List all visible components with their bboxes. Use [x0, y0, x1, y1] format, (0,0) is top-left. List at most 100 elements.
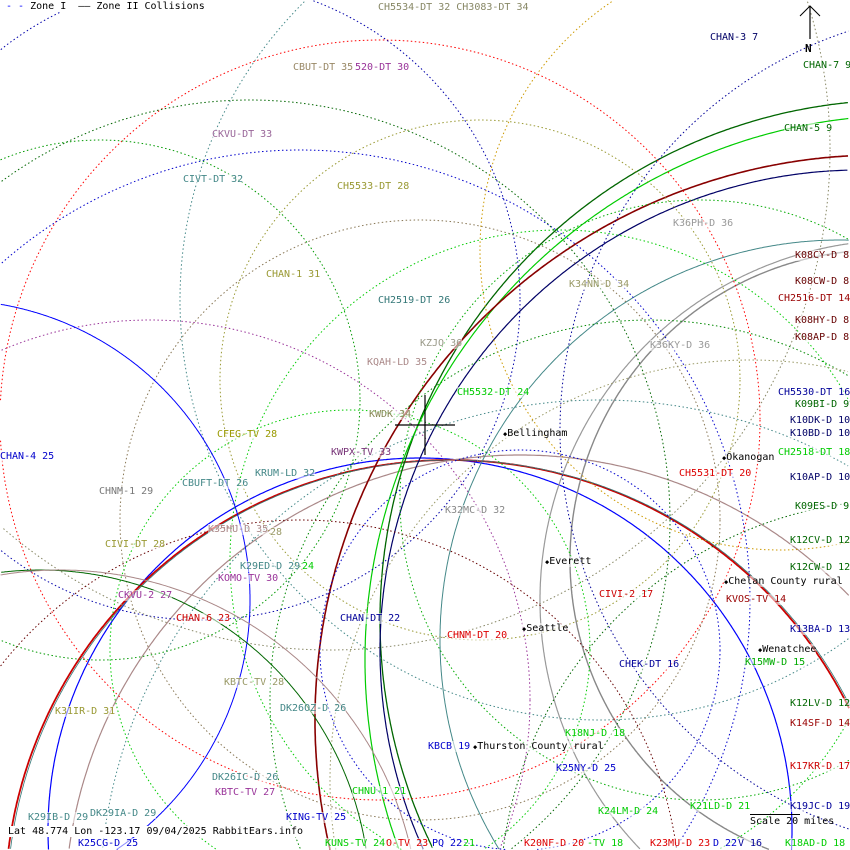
- station-label[interactable]: CHAN-6 23: [176, 613, 231, 624]
- station-label[interactable]: CH5534-DT 32 CH3083-DT 34: [378, 2, 529, 13]
- station-label[interactable]: KWDK 34: [369, 409, 412, 420]
- station-label[interactable]: K24LM-D 24: [598, 806, 659, 817]
- zone1-contour: [0, 519, 677, 849]
- zone1-contour: [1, 319, 531, 849]
- station-label[interactable]: 24: [302, 561, 315, 572]
- station-label[interactable]: K08AP-D 8: [795, 332, 850, 343]
- station-label[interactable]: K08CW-D 8: [795, 276, 850, 287]
- station-label[interactable]: K09ES-D 9: [795, 501, 850, 512]
- station-label[interactable]: K15MW-D 15: [745, 657, 806, 668]
- station-label[interactable]: K35HU-D 35: [208, 524, 269, 535]
- station-label[interactable]: K19JC-D 19: [790, 801, 850, 812]
- station-label[interactable]: K25CG-D 25: [78, 838, 139, 849]
- station-label[interactable]: DK29IA-D 29: [90, 808, 157, 819]
- station-label[interactable]: KING-TV 25: [286, 812, 347, 823]
- station-label[interactable]: DK26IC-D 26: [212, 772, 279, 783]
- station-label[interactable]: CBUFT-DT 26: [182, 478, 249, 489]
- north-label: N: [805, 42, 812, 55]
- station-label[interactable]: KZJO 36: [420, 338, 463, 349]
- station-label[interactable]: CH2516-DT 14: [778, 293, 850, 304]
- station-label[interactable]: K08CY-D 8: [795, 250, 850, 261]
- zone2-collision-contour: [439, 239, 849, 850]
- city-marker: ◆Okanogan: [722, 452, 775, 463]
- city-name: Seattle: [526, 623, 569, 634]
- station-label[interactable]: CIVI-2 17: [599, 589, 654, 600]
- station-label[interactable]: KVOS-TV 14: [726, 594, 787, 605]
- station-label[interactable]: 520-DT 30: [355, 62, 410, 73]
- zone1-contour: [502, 502, 848, 848]
- station-label[interactable]: K10BD-D 10: [790, 428, 850, 439]
- station-label[interactable]: K12CV-D 12: [790, 535, 850, 546]
- station-label[interactable]: CHAN-5 9: [784, 123, 833, 134]
- station-label[interactable]: K25NY-D 25: [556, 763, 617, 774]
- station-label[interactable]: K29IB-D 29: [28, 812, 89, 823]
- station-label[interactable]: KUNS-TV 24: [325, 838, 386, 849]
- station-label[interactable]: CH5533-DT 28: [337, 181, 410, 192]
- station-label[interactable]: D 22: [713, 838, 738, 849]
- station-label[interactable]: KOMO-TV 30: [218, 573, 279, 584]
- station-label[interactable]: CHNM-DT 20: [447, 630, 508, 641]
- station-label[interactable]: K09BI-D 9: [795, 399, 850, 410]
- station-label[interactable]: CHEK-DT 16: [619, 659, 680, 670]
- scale-label: Scale 20 miles: [750, 816, 835, 827]
- station-label[interactable]: CIVT-DT 32: [183, 174, 244, 185]
- station-label[interactable]: CHAN-4 25: [0, 451, 55, 462]
- station-label[interactable]: CHNU-1 21: [352, 786, 407, 797]
- station-label[interactable]: K14SF-D 14: [790, 718, 850, 729]
- station-label[interactable]: PQ 22: [432, 838, 463, 849]
- city-marker: ◆Bellingham: [503, 428, 568, 439]
- station-label[interactable]: K32MC-D 32: [445, 505, 506, 516]
- station-label[interactable]: K12LV-D 12: [790, 698, 850, 709]
- station-label[interactable]: CKVU-DT 33: [212, 129, 273, 140]
- station-label[interactable]: K08HY-D 8: [795, 315, 850, 326]
- station-label[interactable]: K18NJ-D 18: [565, 728, 626, 739]
- station-label[interactable]: CH2519-DT 26: [378, 295, 451, 306]
- station-label[interactable]: CHAN-1 31: [266, 269, 321, 280]
- station-label[interactable]: KQAH-LD 35: [367, 357, 428, 368]
- station-label[interactable]: K13BA-D 13: [790, 624, 850, 635]
- station-label[interactable]: CHAN-3 7: [710, 32, 759, 43]
- zone1-contour: [109, 409, 591, 850]
- zone1-contour: [479, 0, 849, 551]
- station-label[interactable]: K36PH-D 36: [673, 218, 734, 229]
- station-label[interactable]: -TV 18: [587, 838, 624, 849]
- city-dot-icon: ◆: [545, 558, 550, 566]
- station-label[interactable]: K21LD-D 21: [690, 801, 751, 812]
- station-label[interactable]: CBUT-DT 35: [293, 62, 354, 73]
- station-label[interactable]: KRUM-LD 32: [255, 468, 316, 479]
- station-label[interactable]: 28: [270, 527, 283, 538]
- station-label[interactable]: K17KR-D 17: [790, 761, 850, 772]
- station-label[interactable]: K31IR-D 31: [55, 706, 116, 717]
- station-label[interactable]: CKVU-2 27: [118, 590, 173, 601]
- station-label[interactable]: CFEG-TV 28: [217, 429, 278, 440]
- station-label[interactable]: KBCB 19: [428, 741, 471, 752]
- station-label[interactable]: CH5532-DT 24: [457, 387, 530, 398]
- station-label[interactable]: CH2518-DT 18: [778, 447, 850, 458]
- station-label[interactable]: O-TV 23: [386, 838, 429, 849]
- station-label[interactable]: 21: [463, 838, 476, 849]
- station-label[interactable]: K36KY-D 36: [650, 340, 711, 351]
- zone2-collision-contour: [379, 101, 848, 849]
- station-label[interactable]: DK26OZ-D 26: [280, 703, 347, 714]
- station-label[interactable]: K18AD-D 18: [785, 838, 846, 849]
- station-label[interactable]: K10DK-D 10: [790, 415, 850, 426]
- station-label[interactable]: K23MU-D 23: [650, 838, 711, 849]
- station-label[interactable]: KWPX-TV 33: [331, 447, 392, 458]
- station-label[interactable]: KBTC-TV 28: [224, 677, 285, 688]
- station-label[interactable]: CH5530-DT 16: [778, 387, 850, 398]
- zone2-collision-contour: [364, 117, 849, 849]
- zone1-contour: [0, 139, 361, 661]
- station-label[interactable]: K29ED-D 29: [240, 561, 301, 572]
- station-label[interactable]: CIVI-DT 28: [105, 539, 166, 550]
- station-label[interactable]: K34NN-D 34: [569, 279, 630, 290]
- station-label[interactable]: K20NF-D 20: [524, 838, 585, 849]
- station-label[interactable]: KBTC-TV 27: [215, 787, 276, 798]
- station-label[interactable]: CHAN-7 9: [803, 60, 850, 71]
- station-label[interactable]: CH5531-DT 20: [679, 468, 752, 479]
- station-label[interactable]: CHAN-DT 22: [340, 613, 401, 624]
- station-label[interactable]: V 16: [738, 838, 763, 849]
- station-label[interactable]: CHNM-1 29: [99, 486, 154, 497]
- station-label[interactable]: K12CW-D 12: [790, 562, 850, 573]
- station-label[interactable]: K10AP-D 10: [790, 472, 850, 483]
